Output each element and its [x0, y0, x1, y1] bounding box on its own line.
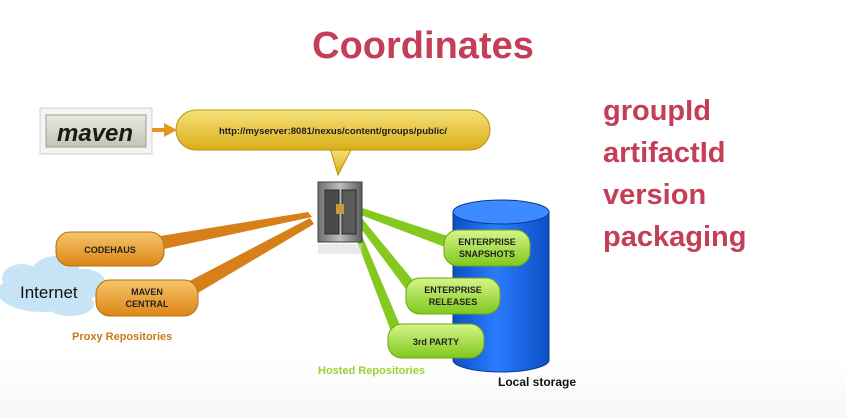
hosted-connectors [352, 208, 460, 334]
slide-title: Coordinates [312, 25, 534, 67]
hosted-repo-3rd-party[interactable]: 3rd PARTY [387, 323, 485, 359]
hosted-repo-label: ENTERPRISE [424, 285, 482, 295]
internet-label: Internet [20, 283, 78, 302]
hosted-repo-label: ENTERPRISE [458, 237, 516, 247]
hosted-repo-label: RELEASES [429, 297, 478, 307]
proxy-repositories-label: Proxy Repositories [72, 331, 172, 343]
coordinates-list: groupId artifactId version packaging [603, 90, 746, 258]
hosted-repo-enterprise-releases[interactable]: ENTERPRISE RELEASES [405, 277, 501, 315]
arrow-icon [152, 123, 177, 137]
repository-url: http://myserver:8081/nexus/content/group… [219, 126, 447, 137]
proxy-repo-label: CODEHAUS [84, 245, 136, 255]
proxy-repo-codehaus[interactable]: CODEHAUS [55, 231, 165, 267]
coordinate-version: version [603, 179, 707, 211]
maven-logo [39, 107, 153, 155]
proxy-repo-label: MAVEN [131, 287, 163, 297]
proxy-repo-label: CENTRAL [126, 299, 169, 309]
url-bubble [175, 109, 491, 177]
coordinate-groupid: groupId [603, 95, 711, 127]
coordinate-artifactid: artifactId [603, 137, 726, 169]
hosted-repo-label: 3rd PARTY [413, 337, 459, 347]
nexus-server-icon [317, 181, 363, 254]
hosted-repo-label: SNAPSHOTS [459, 249, 515, 259]
hosted-repositories-label: Hosted Repositories [318, 365, 425, 377]
proxy-connectors [148, 212, 314, 300]
coordinate-packaging: packaging [603, 221, 747, 253]
hosted-repo-enterprise-snapshots[interactable]: ENTERPRISE SNAPSHOTS [443, 229, 531, 267]
internet-cloud-icon [0, 256, 106, 316]
maven-logo-text: maven [57, 120, 133, 147]
slide-background-fade [0, 358, 846, 418]
proxy-repo-maven-central[interactable]: MAVEN CENTRAL [95, 279, 199, 317]
local-storage-label: Local storage [498, 375, 576, 389]
